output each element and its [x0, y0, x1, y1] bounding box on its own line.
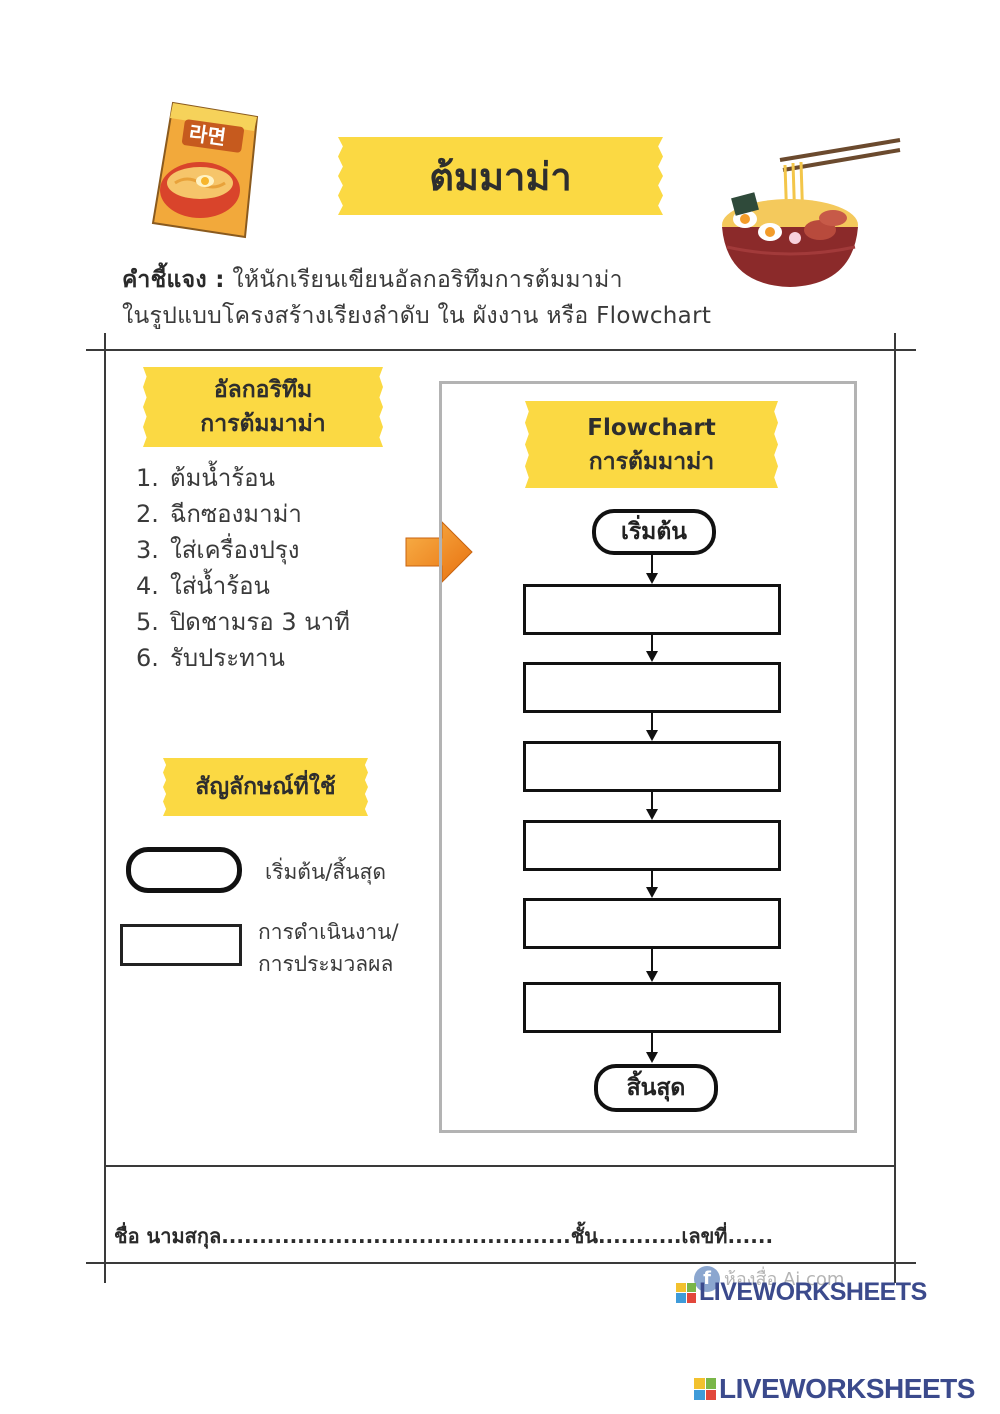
arrow-down-icon: [646, 887, 658, 898]
liveworksheets-brand: LIVEWORKSHEETS: [699, 1278, 927, 1307]
list-item: 3.ใส่เครื่องปรุง: [136, 532, 416, 568]
list-item: 6.รับประทาน: [136, 640, 416, 676]
instructions-label: คำชี้แจง :: [122, 267, 225, 293]
live-badge-icon: [694, 1378, 716, 1400]
flowchart-connector: [651, 1033, 653, 1053]
flowchart-end: สิ้นสุด: [594, 1064, 718, 1112]
flowchart-connector: [651, 949, 653, 972]
frame-top-line: [86, 349, 916, 351]
page-title: ต้มมาม่า: [429, 146, 572, 207]
flowchart-answer-box-3[interactable]: [523, 741, 781, 792]
flowchart-connector: [651, 555, 653, 574]
flowchart-answer-box-1[interactable]: [523, 584, 781, 635]
arrow-down-icon: [646, 730, 658, 741]
instructions-line2: ในรูปแบบโครงสร้างเรียงลำดับ ใน ผังงาน หร…: [122, 298, 822, 334]
instructions: คำชี้แจง : ให้นักเรียนเขียนอัลกอริทึมการ…: [122, 262, 822, 334]
flowchart-answer-box-5[interactable]: [523, 898, 781, 949]
list-item: 2.ฉีกซองมาม่า: [136, 496, 416, 532]
flowchart-connector: [651, 871, 653, 888]
flowchart-start: เริ่มต้น: [592, 509, 716, 555]
flowchart-heading-line2: การต้มมาม่า: [589, 445, 714, 479]
algorithm-steps: 1.ต้มน้ำร้อน 2.ฉีกซองมาม่า 3.ใส่เครื่องป…: [136, 460, 416, 676]
ramen-packet-icon: 라면: [145, 95, 270, 245]
liveworksheets-logo: LIVEWORKSHEETS: [676, 1278, 927, 1307]
arrow-down-icon: [646, 1052, 658, 1063]
flowchart-answer-box-6[interactable]: [523, 982, 781, 1033]
terminal-symbol-label: เริ่มต้น/สิ้นสุด: [265, 856, 386, 888]
flowchart-heading-line1: Flowchart: [587, 411, 716, 445]
arrow-down-icon: [646, 971, 658, 982]
live-badge-icon: [676, 1283, 696, 1303]
list-item: 5.ปิดชามรอ 3 นาที: [136, 604, 416, 640]
frame-right-line: [894, 333, 896, 1283]
process-symbol: [120, 924, 242, 966]
flowchart-answer-box-4[interactable]: [523, 820, 781, 871]
algorithm-heading-line2: การต้มมาม่า: [200, 407, 325, 441]
algorithm-heading-banner: อัลกอริทึม การต้มมาม่า: [143, 367, 383, 447]
liveworksheets-brand-bottom: LIVEWORKSHEETS: [719, 1373, 975, 1405]
frame-left-line: [104, 333, 106, 1283]
algorithm-heading-line1: อัลกอริทึม: [214, 373, 312, 407]
arrow-down-icon: [646, 809, 658, 820]
flowchart-connector: [651, 792, 653, 810]
title-banner: ต้มมาม่า: [338, 137, 663, 215]
flowchart-connector: [651, 713, 653, 731]
list-item: 1.ต้มน้ำร้อน: [136, 460, 416, 496]
process-symbol-label: การดำเนินงาน/ การประมวลผล: [258, 916, 399, 980]
liveworksheets-logo-bottom: LIVEWORKSHEETS: [694, 1373, 975, 1405]
frame-middle-line: [104, 1165, 896, 1167]
flowchart-connector: [651, 635, 653, 652]
instructions-line1: ให้นักเรียนเขียนอัลกอริทึมการต้มมาม่า: [232, 267, 622, 293]
svg-text:라면: 라면: [188, 121, 228, 150]
student-info-line[interactable]: ชื่อ นามสกุล............................…: [114, 1220, 773, 1252]
list-item: 4.ใส่น้ำร้อน: [136, 568, 416, 604]
flowchart-heading-banner: Flowchart การต้มมาม่า: [525, 401, 778, 488]
symbols-heading-banner: สัญลักษณ์ที่ใช้: [163, 758, 368, 816]
symbols-heading: สัญลักษณ์ที่ใช้: [195, 769, 335, 805]
arrow-down-icon: [646, 651, 658, 662]
flowchart-answer-box-2[interactable]: [523, 662, 781, 713]
terminal-symbol: [126, 847, 242, 893]
arrow-down-icon: [646, 573, 658, 584]
